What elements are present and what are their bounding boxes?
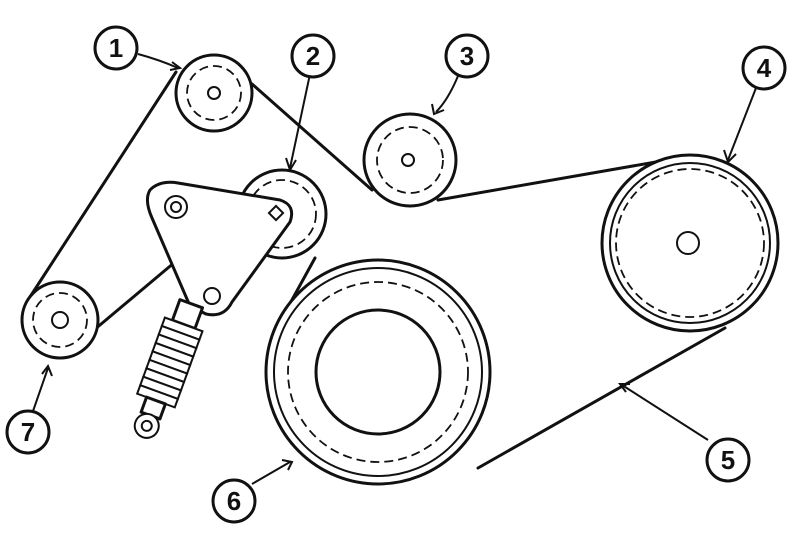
pulley-4: [600, 153, 780, 333]
callout-1: 1: [93, 25, 139, 71]
callout-7-label: 7: [21, 417, 35, 447]
pulley-1-idler: [174, 53, 254, 133]
callout-6-label: 6: [227, 486, 241, 516]
tensioner-bracket: [145, 180, 294, 317]
callout-3-label: 3: [460, 41, 474, 71]
callout-2-label: 2: [306, 41, 320, 71]
drive-belt: [26, 70, 727, 470]
callout-5: 5: [705, 437, 751, 483]
callout-6: 6: [211, 478, 257, 524]
pulley-3: [362, 112, 458, 208]
callout-7: 7: [5, 409, 51, 455]
tensioner-spring-damper: [133, 298, 204, 439]
callout-4-label: 4: [757, 53, 772, 83]
callout-4: 4: [741, 45, 787, 91]
callout-3: 3: [444, 33, 490, 79]
callout-2: 2: [290, 33, 336, 79]
leader-lines: [31, 53, 757, 485]
callout-1-label: 1: [109, 33, 123, 63]
callout-5-label: 5: [721, 445, 735, 475]
pulley-6-crankshaft: [264, 258, 492, 486]
pulley-7: [20, 280, 100, 360]
